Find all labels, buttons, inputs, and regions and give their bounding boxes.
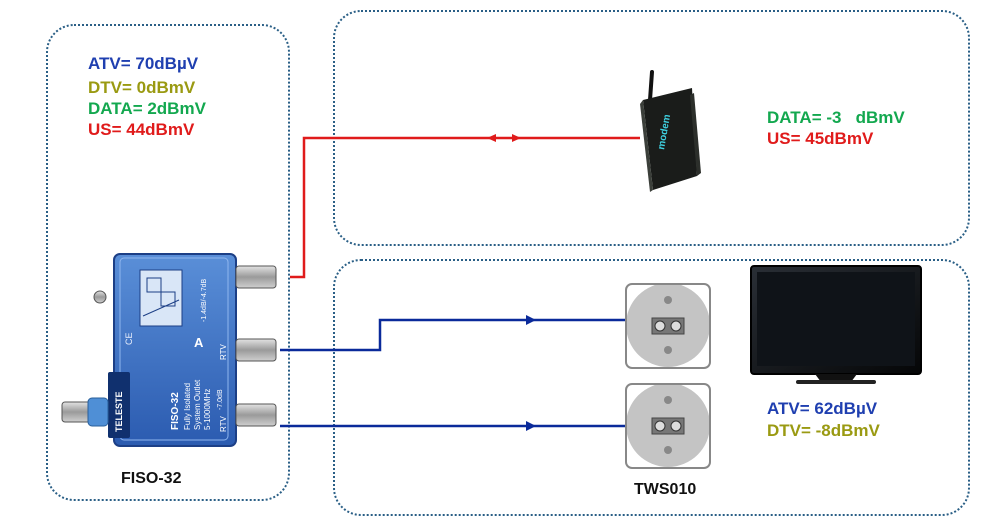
modem-us-level: US= 45dBmV [767, 129, 874, 148]
splitter-data-level: DATA= 2dBmV [88, 99, 206, 118]
splitter-atv-level: ATV= 70dBµV [88, 54, 199, 73]
splitter-model-label: FISO-32 [170, 392, 181, 430]
svg-text:CE: CE [124, 332, 134, 345]
wall-outlet-icon [625, 383, 711, 469]
splitter-loss-rtv: -7.0dB [217, 389, 224, 410]
tv-icon [750, 265, 922, 384]
splitter-loss-data: -1.4dB/-4.7dB [201, 278, 208, 322]
port-rtv1-label: RTV [219, 343, 228, 360]
splitter-desc2: System Outlet [193, 379, 202, 430]
rtv-cable-1 [280, 315, 625, 352]
modem-data-level: DATA= -3 dBmV [767, 108, 905, 127]
tv-atv-level: ATV= 62dBµV [767, 399, 878, 418]
splitter-panel [46, 24, 290, 501]
modem-icon: modem [640, 70, 701, 192]
splitter-us-level: US= 44dBmV [88, 120, 195, 139]
brand-label: TELESTE [114, 391, 124, 432]
splitter-band: 5-1000MHz [203, 389, 212, 430]
tv-dtv-level: DTV= -8dBmV [767, 421, 880, 440]
splitter-desc1: Fully Isolated [183, 383, 192, 430]
splitter-dtv-level: DTV= 0dBmV [88, 78, 196, 97]
wall-outlet-icon [625, 283, 711, 369]
splitter-caption: FISO-32 [121, 470, 182, 487]
modem-panel [333, 10, 970, 246]
data-cable [290, 134, 640, 279]
class-mark: A [194, 335, 204, 350]
rtv-cable-2 [280, 421, 625, 431]
port-rtv2-label: RTV [219, 415, 228, 432]
tv-panel [333, 259, 970, 516]
outlet-caption: TWS010 [634, 481, 697, 498]
splitter-device: CE A FISO-32 Fully Isolated System Outle… [61, 253, 277, 447]
